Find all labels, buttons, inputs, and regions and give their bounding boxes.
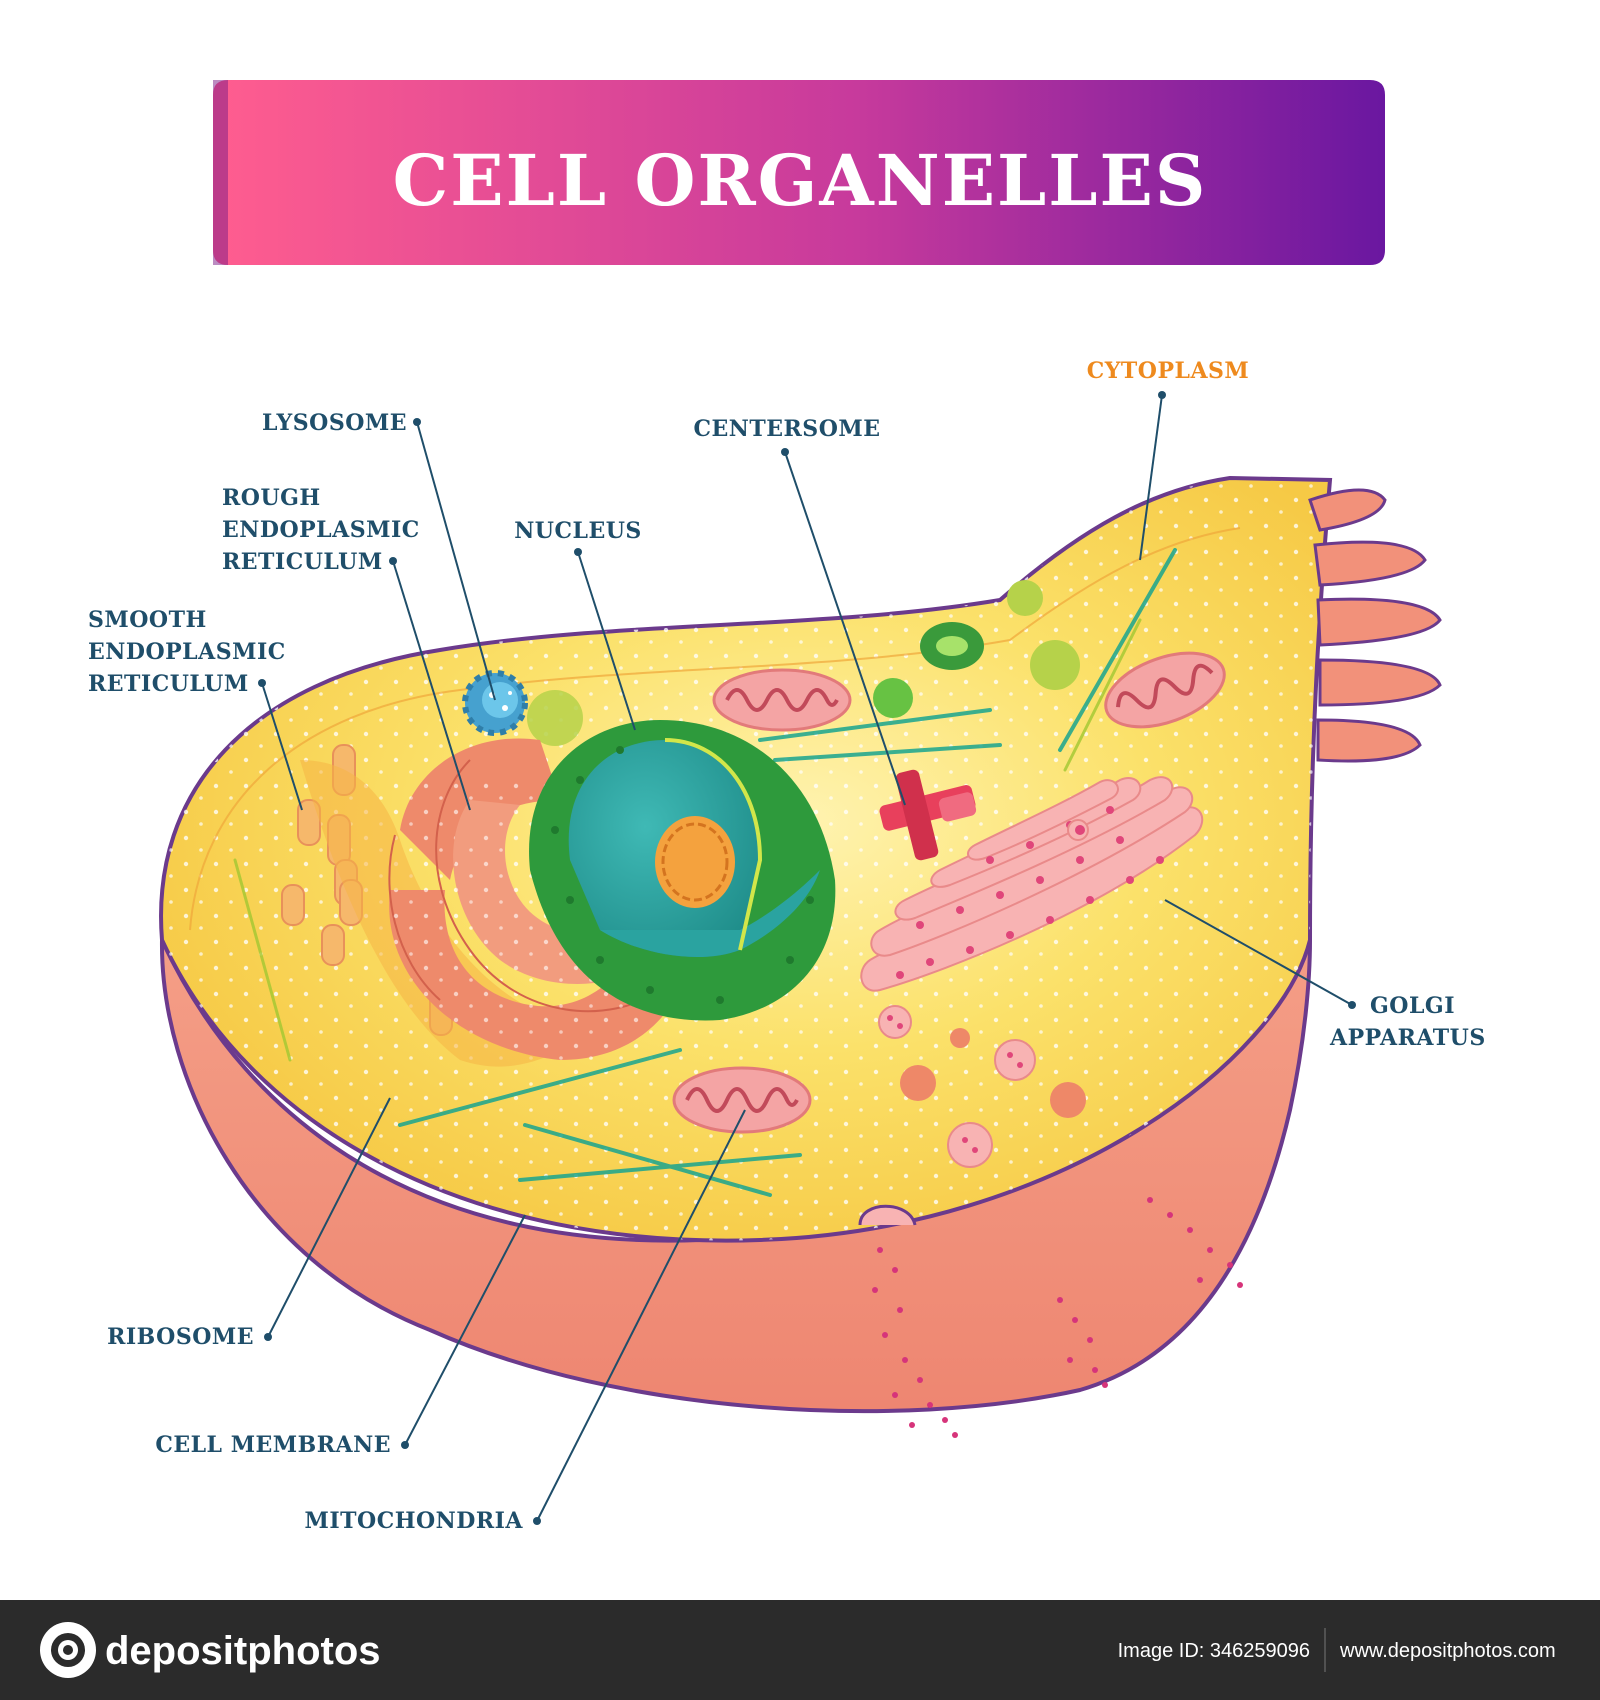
cytoskeleton-fibers: [398, 548, 1177, 1197]
lysosome: [462, 670, 528, 736]
microvilli: [1308, 488, 1442, 763]
secretory-vesicles: [900, 1028, 1086, 1118]
centrosome: [879, 769, 977, 861]
labels: LYSOSOME ROUGH ENDOPLASMIC RETICULUM SMO…: [88, 358, 1486, 1534]
label-golgi-line2: APPARATUS: [1329, 1025, 1486, 1051]
title-banner: CELL ORGANELLES: [213, 80, 1385, 265]
footer-website: www.depositphotos.com: [1339, 1640, 1556, 1662]
label-rough-er-line3: RETICULUM: [222, 549, 383, 575]
label-mitochondria: MITOCHONDRIA: [305, 1508, 524, 1534]
label-nucleus: NUCLEUS: [514, 518, 642, 544]
label-ribosome: RIBOSOME: [107, 1324, 254, 1350]
label-cell-membrane: CELL MEMBRANE: [155, 1432, 391, 1458]
exocytosis-particles: [858, 1197, 1243, 1438]
label-smooth-er-line1: SMOOTH: [88, 607, 207, 633]
label-golgi: GOLGI APPARATUS: [1329, 993, 1486, 1051]
smooth-er: [281, 744, 600, 1067]
footer-bar: depositphotos Image ID: 346259096 www.de…: [0, 1600, 1600, 1700]
label-rough-er-line2: ENDOPLASMIC: [222, 517, 420, 543]
label-golgi-line1: GOLGI: [1370, 993, 1455, 1019]
label-smooth-er-line3: RETICULUM: [88, 671, 249, 697]
label-smooth-er-line2: ENDOPLASMIC: [88, 639, 286, 665]
label-lysosome: LYSOSOME: [262, 410, 407, 436]
footer-brand: depositphotos: [105, 1629, 381, 1673]
label-smooth-er: SMOOTH ENDOPLASMIC RETICULUM: [88, 607, 294, 697]
label-cytoplasm: CYTOPLASM: [1087, 358, 1250, 384]
label-centrosome: CENTERSOME: [694, 416, 881, 442]
footer-image-id: Image ID: 346259096: [1118, 1640, 1310, 1662]
label-rough-er: ROUGH ENDOPLASMIC RETICULUM: [222, 485, 428, 575]
cell-cut-surface: [159, 819, 1313, 1414]
leader-lines: [258, 391, 1356, 1525]
nucleus: [529, 720, 836, 1021]
camera-logo-icon: [40, 1622, 96, 1678]
golgi-apparatus: [860, 776, 1204, 1168]
label-rough-er-line1: ROUGH: [222, 485, 321, 511]
cell-body: [159, 475, 1442, 1438]
vesicles: [527, 580, 1080, 746]
mitochondria-organelles: [672, 651, 1226, 1134]
page-title: CELL ORGANELLES: [393, 139, 1208, 222]
